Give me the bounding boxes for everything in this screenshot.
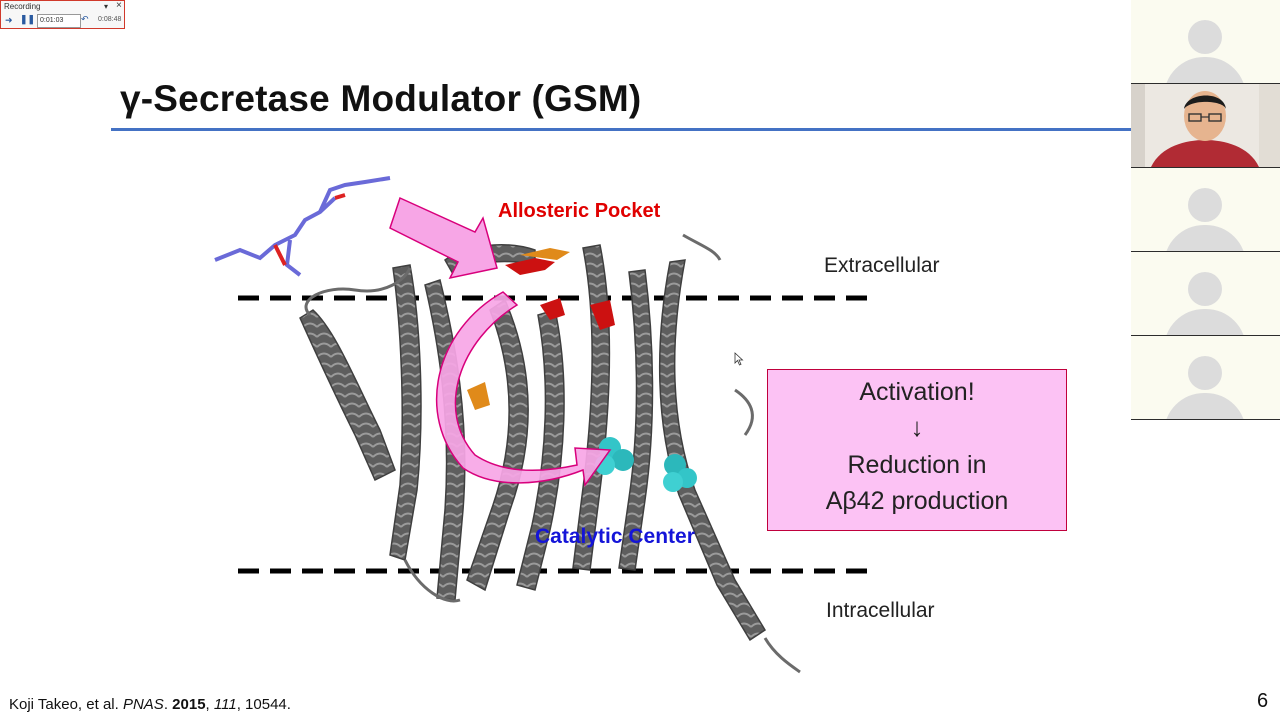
callout-reduction: Reduction in: [847, 451, 987, 479]
citation-volume: 111: [213, 696, 237, 713]
allosteric-entry-arrow: [389, 196, 498, 280]
pause-icon[interactable]: ❚❚: [20, 14, 36, 24]
citation: Koji Takeo, et al. PNAS. 2015, 111, 1054…: [9, 696, 291, 713]
citation-year: 2015: [172, 696, 206, 713]
menu-icon[interactable]: ▾: [104, 2, 109, 11]
gsm-ligand-molecule: [214, 176, 391, 277]
helix: [572, 244, 611, 571]
avatar-icon: [1188, 188, 1222, 222]
helix: [299, 309, 396, 482]
slide-page-number: 6: [1257, 690, 1269, 712]
avatar-icon: [1164, 225, 1246, 251]
down-arrow-icon: ↓: [910, 412, 924, 442]
avatar-icon: [1188, 356, 1222, 390]
avatar-icon: [1188, 272, 1222, 306]
citation-sep: ,: [236, 696, 246, 713]
recording-widget: Recording ▾ × ➜ ❚❚ 0:01:03 ↶ 0:08:48: [0, 0, 125, 29]
title-divider: [111, 128, 1131, 131]
activation-callout-box: Activation! ↓ Reduction in Aβ42 producti…: [767, 369, 1067, 531]
citation-sep: ,: [205, 696, 214, 713]
mouse-pointer-icon: [734, 352, 744, 366]
allosteric-residues: [467, 248, 615, 410]
undo-icon[interactable]: ↶: [81, 14, 89, 24]
participant-tile[interactable]: [1131, 252, 1280, 335]
callout-production: Aβ42 production: [825, 487, 1009, 515]
helix: [658, 259, 767, 642]
helix: [618, 269, 654, 571]
callout-activation: Activation!: [859, 378, 975, 406]
participant-video-speaker[interactable]: [1131, 84, 1280, 167]
elapsed-time-field[interactable]: 0:01:03: [37, 14, 81, 28]
helix: [389, 264, 422, 561]
loop-group: [304, 233, 801, 674]
slide-title: γ-Secretase Modulator (GSM): [120, 78, 642, 119]
avatar-icon: [1164, 309, 1246, 335]
avatar-icon: [1188, 20, 1222, 54]
video-participants-panel: [1131, 0, 1280, 420]
helix-group: [299, 244, 767, 642]
catalytic-center-label: Catalytic Center: [535, 525, 695, 548]
citation-authors: Koji Takeo, et al.: [9, 696, 123, 713]
participant-tile[interactable]: [1131, 0, 1280, 83]
participant-tile[interactable]: [1131, 336, 1280, 419]
total-time: 0:08:48: [98, 16, 122, 23]
citation-sep: .: [163, 696, 173, 713]
intracellular-label: Intracellular: [826, 599, 935, 622]
helix: [516, 309, 565, 591]
allosteric-pocket-label: Allosteric Pocket: [498, 200, 661, 222]
avatar-icon: [1164, 393, 1246, 419]
helix: [466, 298, 529, 592]
participant-tile[interactable]: [1131, 168, 1280, 251]
protein-structure-figure: [214, 176, 875, 674]
avatar-icon: [1164, 57, 1246, 83]
allosteric-to-catalytic-arrow: [435, 291, 612, 487]
close-icon[interactable]: ×: [116, 0, 122, 11]
play-icon[interactable]: ➜: [5, 15, 13, 25]
speaker-video-feed: [1131, 84, 1280, 167]
recording-title: Recording: [4, 2, 41, 11]
citation-journal: PNAS: [122, 696, 164, 713]
extracellular-label: Extracellular: [824, 254, 940, 277]
citation-pages: 10544.: [245, 696, 291, 713]
